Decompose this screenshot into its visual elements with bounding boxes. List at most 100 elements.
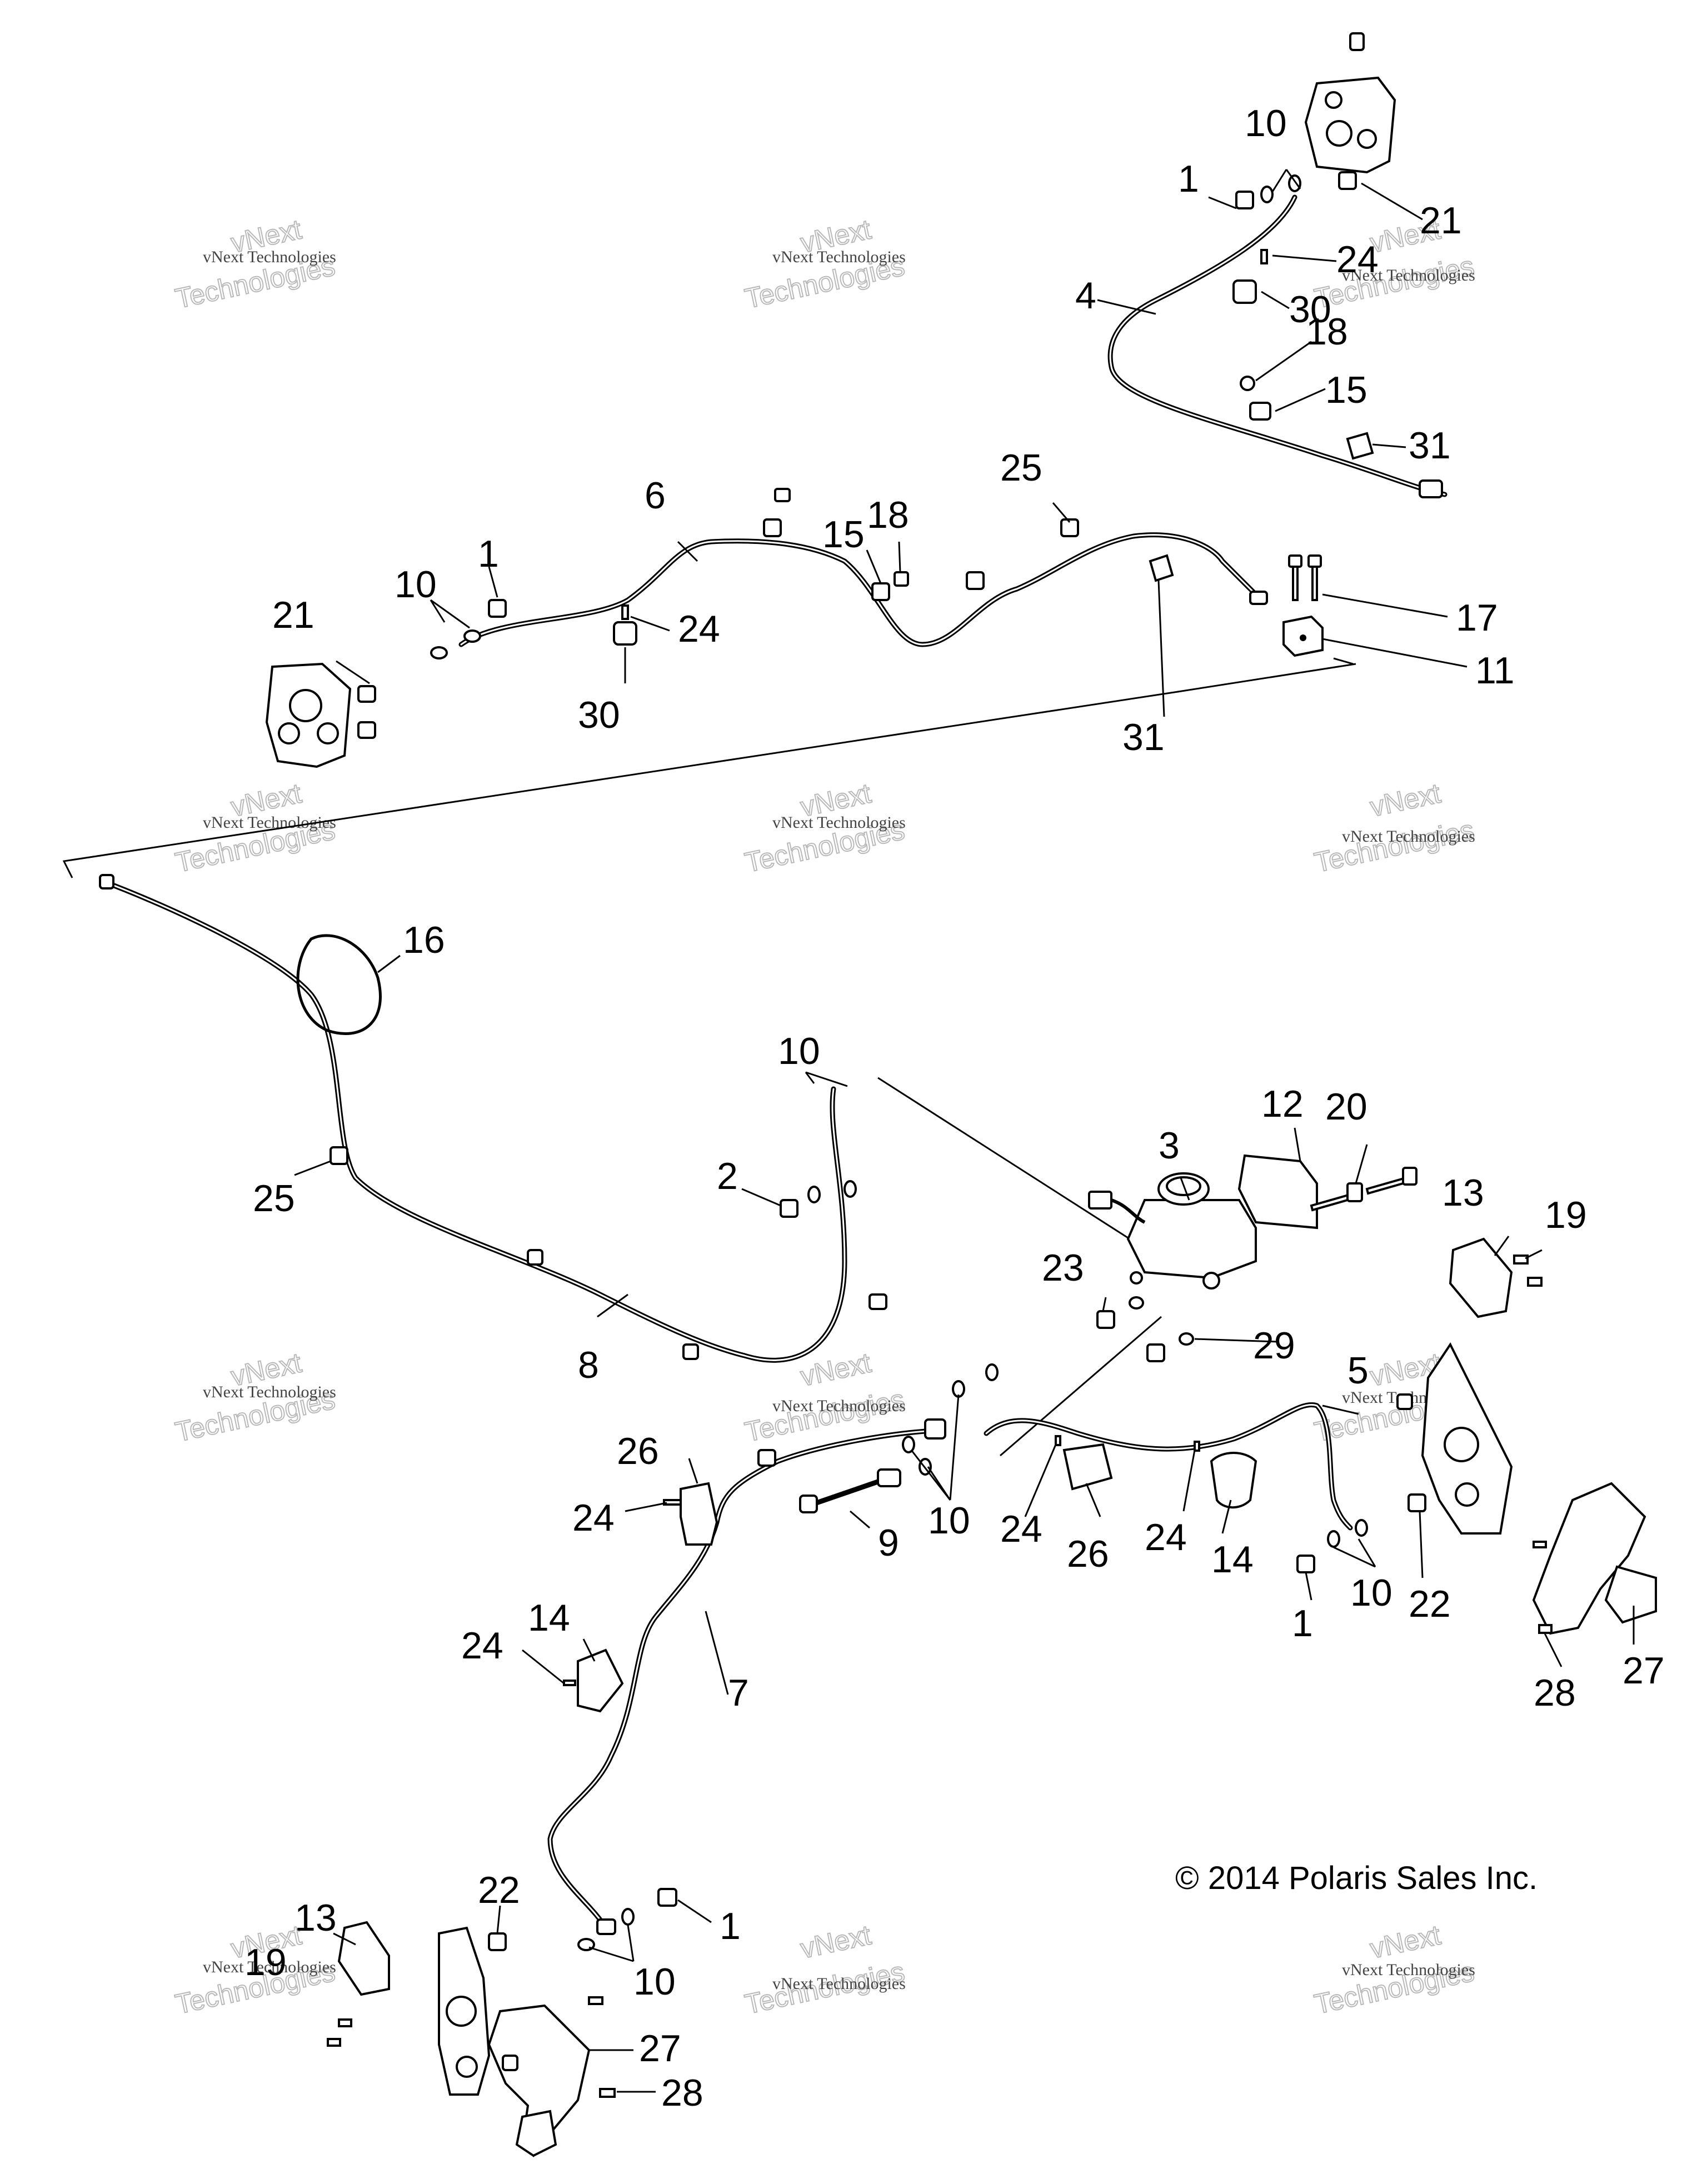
- pin-24-mid: [1055, 1435, 1061, 1446]
- clip-7: [757, 1449, 776, 1467]
- callout-3: 3: [1159, 1125, 1180, 1167]
- callout-26: 26: [1067, 1533, 1109, 1575]
- washer-10-bottom-b: [621, 1908, 635, 1926]
- svg-text:vNext Technologies: vNext Technologies: [203, 1383, 336, 1401]
- pin-24-top: [1260, 249, 1268, 264]
- clip-31-top: [1346, 432, 1374, 460]
- caliper-21-top: [1304, 32, 1396, 190]
- washer-10-left-b: [463, 629, 481, 643]
- bolt-20: [1310, 1167, 1417, 1212]
- leader-lines: [294, 169, 1635, 2093]
- callout-15: 15: [1325, 369, 1367, 411]
- clip-31-mid: [1149, 554, 1174, 582]
- callout-9: 9: [878, 1522, 899, 1564]
- screw-28-left-b: [599, 2088, 616, 2098]
- callout-labels: 10 1 21 24 4 30 18 15 31 6 25 15 18 10 1…: [244, 102, 1665, 2114]
- knuckle-left: [438, 1926, 491, 2096]
- callout-31: 31: [1122, 716, 1165, 758]
- screw-19-right-a: [1513, 1255, 1529, 1265]
- banjo-bolt-1-left: [488, 599, 507, 618]
- callout-27: 27: [639, 2027, 681, 2070]
- bolt-knuckle-right: [1396, 1393, 1413, 1410]
- pin-24-right: [1194, 1441, 1200, 1452]
- callout-7: 7: [728, 1672, 749, 1714]
- clip-6-c: [966, 571, 985, 590]
- callout-16: 16: [403, 919, 445, 961]
- svg-text:vNext Technologies: vNext Technologies: [772, 1397, 906, 1415]
- svg-text:Technologies: Technologies: [1312, 814, 1477, 878]
- pin-24-bottom: [563, 1680, 576, 1686]
- callout-20: 20: [1325, 1086, 1367, 1128]
- nut-mc: [1146, 1343, 1165, 1362]
- callout-10: 10: [1245, 102, 1287, 144]
- screw-19-right-b: [1527, 1277, 1543, 1287]
- washer-mc: [1129, 1296, 1144, 1310]
- callout-12: 12: [1261, 1083, 1304, 1125]
- fittings: [99, 174, 1553, 2098]
- callout-24: 24: [1145, 1516, 1187, 1558]
- callout-21: 21: [1420, 199, 1462, 242]
- pin-24-left: [621, 604, 629, 620]
- watermark-6: vNext Technologies vNext Technologies: [1311, 777, 1478, 878]
- nut-18-mid: [894, 571, 909, 587]
- svg-text:vNext: vNext: [798, 1919, 874, 1964]
- callout-22: 22: [478, 1869, 520, 1911]
- master-cylinder-3: [1088, 1172, 1257, 1290]
- clamp-cover-14-mid: [1210, 1452, 1257, 1509]
- bolts-17: [1288, 554, 1322, 601]
- callout-23: 23: [1042, 1247, 1084, 1289]
- fitting-7-bottom: [596, 1918, 616, 1935]
- clip-6: [763, 518, 782, 537]
- bolt-25-top: [1060, 518, 1079, 537]
- washer-10-low-c: [952, 1380, 965, 1398]
- banjo-bolt-1-right: [1296, 1555, 1315, 1573]
- connector-line-10-to-master-cylinder: [877, 1077, 1156, 1257]
- clamp-cover-26-left: [680, 1482, 718, 1546]
- clamp-cover-14-left: [577, 1648, 624, 1713]
- svg-text:vNext Technologies: vNext Technologies: [772, 248, 906, 266]
- washer-10-right-a: [1327, 1530, 1340, 1548]
- callout-27: 27: [1623, 1650, 1665, 1692]
- callout-10: 10: [633, 1961, 676, 2003]
- svg-text:vNext Technologies: vNext Technologies: [772, 1975, 906, 1993]
- svg-text:vNext Technologies: vNext Technologies: [1342, 827, 1475, 846]
- watermark-12: vNext Technologies vNext Technologies: [1311, 1918, 1478, 2020]
- callout-25: 25: [253, 1177, 295, 1220]
- callout-10: 10: [928, 1500, 970, 1542]
- caliper-21-left: [265, 662, 376, 768]
- callout-24: 24: [1000, 1508, 1042, 1550]
- svg-text:vNext: vNext: [1367, 777, 1444, 822]
- connector-lines: [62, 657, 1356, 1457]
- callout-31: 31: [1409, 424, 1451, 467]
- callout-24: 24: [1336, 238, 1379, 281]
- clip-15-mid: [871, 582, 890, 601]
- nut-23: [1096, 1310, 1115, 1329]
- washer-10-top-a: [1260, 186, 1274, 203]
- callout-5: 5: [1347, 1350, 1369, 1392]
- svg-text:vNext Technologies: vNext Technologies: [203, 1958, 336, 1976]
- copyright-notice: © 2014 Polaris Sales Inc.: [1175, 1860, 1538, 1896]
- hose-6: [458, 532, 1264, 647]
- bracket-12: [1237, 1154, 1318, 1230]
- callout-30: 30: [1289, 288, 1331, 331]
- bolt-25-left: [330, 1146, 348, 1165]
- svg-text:vNext Technologies: vNext Technologies: [772, 813, 906, 832]
- callout-25: 25: [1000, 447, 1042, 489]
- watermark-4: vNext Technologies vNext Technologies: [172, 777, 338, 878]
- washer-10-low-d: [985, 1363, 999, 1381]
- washer-10-top-b: [1288, 174, 1301, 192]
- callout-17: 17: [1456, 597, 1498, 639]
- watermark-2: vNext Technologies vNext Technologies: [742, 213, 908, 314]
- banjo-bolt-1-bottom: [657, 1888, 677, 1907]
- callout-13: 13: [1442, 1172, 1484, 1214]
- callout-1: 1: [478, 533, 499, 575]
- callout-30: 30: [578, 694, 620, 736]
- callout-4: 4: [1075, 274, 1096, 317]
- junction-block-11: [1282, 615, 1324, 657]
- bracket-13-right: [1449, 1237, 1513, 1318]
- banjo-bolt-1-top: [1235, 191, 1254, 209]
- watermark-7: vNext Technologies vNext Technologies: [172, 1346, 338, 1448]
- clamp-30-left: [613, 621, 637, 646]
- pin-24-low: [663, 1499, 682, 1506]
